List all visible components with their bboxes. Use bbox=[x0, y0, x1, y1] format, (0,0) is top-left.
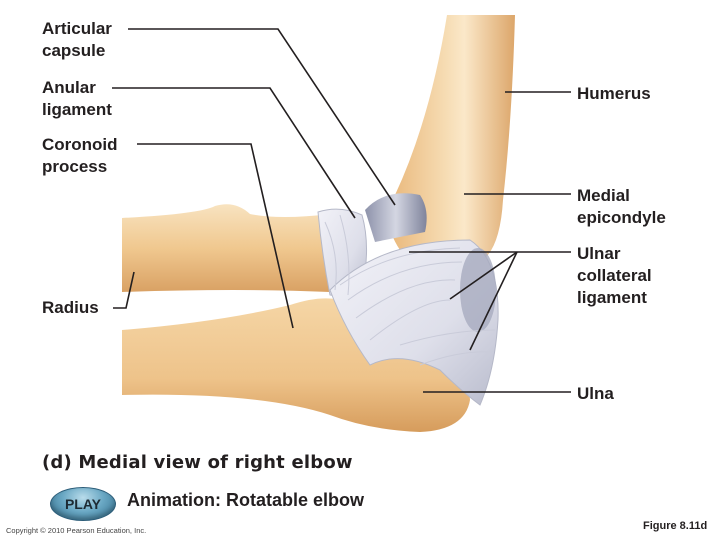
leader-anular-ligament bbox=[112, 87, 356, 219]
label-coronoid-process: Coronoid process bbox=[42, 135, 118, 176]
label-radius: Radius bbox=[42, 298, 99, 317]
leader-ulnar-collateral-b bbox=[469, 251, 518, 351]
leader-coronoid-process bbox=[137, 143, 294, 329]
ulna-bone bbox=[122, 298, 470, 432]
ulnar-collateral-ligament-shape bbox=[329, 239, 499, 406]
animation-label: Animation: Rotatable elbow bbox=[127, 490, 365, 510]
leader-articular-capsule bbox=[128, 28, 396, 206]
figure-caption: (d) Medial view of right elbow bbox=[42, 452, 353, 473]
leader-radius bbox=[113, 271, 135, 309]
play-button[interactable]: PLAY bbox=[50, 487, 116, 521]
label-ulna: Ulna bbox=[577, 384, 614, 403]
radius-bone bbox=[122, 204, 350, 292]
label-humerus: Humerus bbox=[577, 84, 651, 103]
label-ulnar-collateral-ligament: Ulnar collateral ligament bbox=[577, 244, 652, 307]
ligament-striations bbox=[324, 214, 496, 366]
play-button-label: PLAY bbox=[64, 496, 102, 512]
copyright-text: Copyright © 2010 Pearson Education, Inc. bbox=[6, 526, 147, 535]
ligament-shadow bbox=[460, 248, 496, 332]
leader-lines bbox=[112, 28, 571, 393]
label-articular-capsule: Articular capsule bbox=[42, 19, 112, 60]
articular-capsule-shape bbox=[365, 193, 427, 242]
leader-ulnar-collateral-a bbox=[449, 251, 518, 300]
label-medial-epicondyle: Medial epicondyle bbox=[577, 186, 666, 227]
label-anular-ligament: Anular ligament bbox=[42, 78, 112, 119]
figure-number: Figure 8.11d bbox=[643, 520, 708, 532]
